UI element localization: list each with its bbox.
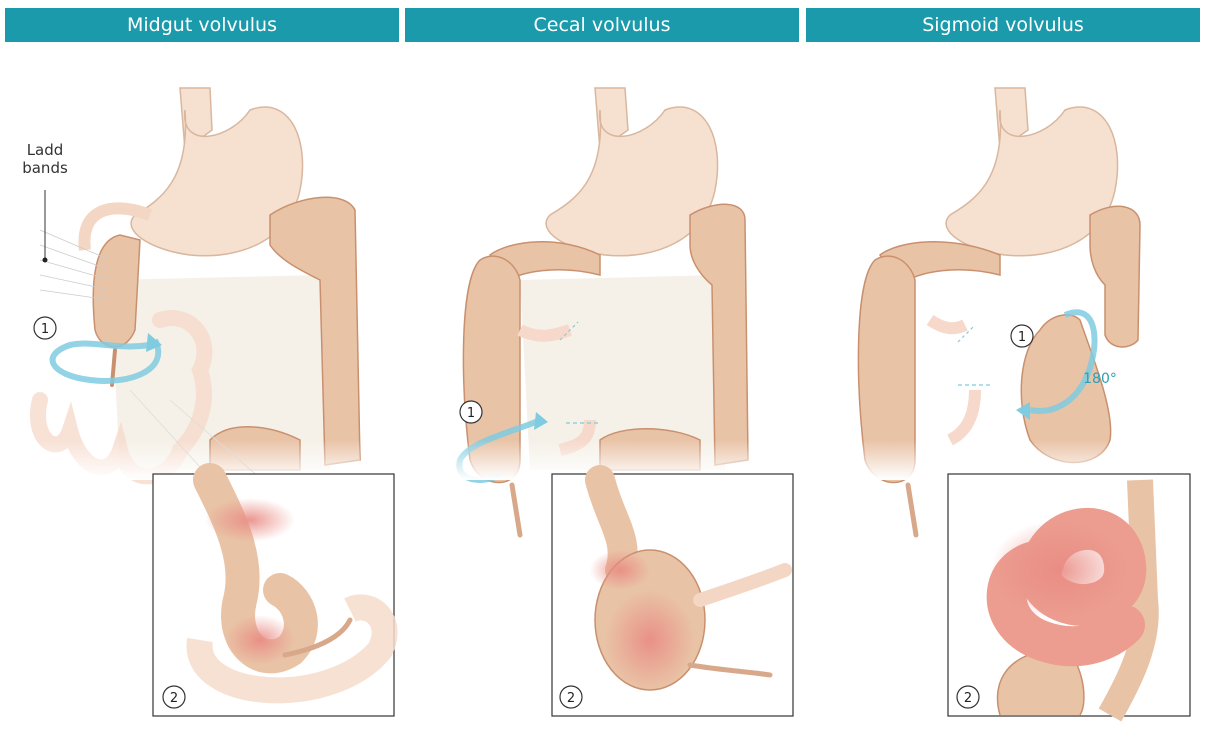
fade-overlay bbox=[20, 440, 360, 480]
inset-twisted-sigmoid bbox=[986, 479, 1159, 722]
fade-overlay bbox=[840, 440, 1170, 480]
appendix bbox=[905, 482, 919, 538]
cut-marker bbox=[559, 321, 579, 341]
mesentery bbox=[520, 275, 725, 470]
cut-marker bbox=[957, 324, 976, 343]
descending-colon bbox=[1089, 205, 1141, 348]
ladd-bands bbox=[39, 229, 111, 301]
stomach bbox=[545, 106, 719, 257]
rotation-arrowhead bbox=[534, 412, 548, 430]
duodenum bbox=[78, 202, 153, 251]
panel-title-midgut: Midgut volvulus bbox=[5, 8, 399, 42]
step-marker-2-sigmoid: 2 bbox=[956, 685, 980, 709]
step-marker-2-midgut: 2 bbox=[162, 685, 186, 709]
svg-text:2: 2 bbox=[567, 691, 575, 706]
rotation-arrow bbox=[1029, 309, 1098, 414]
appendix bbox=[509, 482, 523, 538]
inset-connector bbox=[169, 399, 261, 479]
panel-title-cecal: Cecal volvulus bbox=[405, 8, 799, 42]
ladd-bands-label-line1: Ladd bbox=[27, 141, 64, 159]
ladd-bands-label-line2: bands bbox=[22, 159, 68, 177]
svg-text:1: 1 bbox=[41, 322, 49, 337]
step-marker-1-cecal: 1 bbox=[459, 400, 483, 424]
terminal-ileum bbox=[926, 314, 968, 335]
ladd-bands-pointer bbox=[42, 257, 48, 263]
midgut-panel bbox=[20, 87, 398, 717]
terminal-ileum bbox=[517, 324, 572, 342]
svg-text:1: 1 bbox=[467, 406, 475, 421]
inset-twisted-cecum bbox=[585, 465, 792, 691]
svg-text:1: 1 bbox=[1018, 330, 1026, 345]
cecal-panel bbox=[440, 87, 794, 717]
panel-title-sigmoid: Sigmoid volvulus bbox=[806, 8, 1200, 42]
ileum-loop bbox=[946, 389, 981, 446]
rotation-degree-label: 180° bbox=[1083, 371, 1117, 387]
inset-twisted-midgut bbox=[186, 463, 398, 704]
svg-text:2: 2 bbox=[170, 691, 178, 706]
rotation-arrowhead bbox=[146, 333, 162, 352]
step-marker-2-cecal: 2 bbox=[559, 685, 583, 709]
svg-text:2: 2 bbox=[964, 691, 972, 706]
sigmoid-panel bbox=[840, 87, 1191, 722]
stomach bbox=[945, 106, 1119, 257]
step-marker-1-sigmoid: 1 bbox=[1010, 324, 1034, 348]
malrotated-cecum bbox=[92, 234, 141, 348]
step-marker-1-midgut: 1 bbox=[33, 316, 57, 340]
rotation-arrowhead bbox=[1016, 402, 1030, 420]
descending-colon bbox=[269, 196, 361, 466]
inset-connector bbox=[129, 389, 211, 479]
rotation-arrow bbox=[49, 338, 162, 384]
